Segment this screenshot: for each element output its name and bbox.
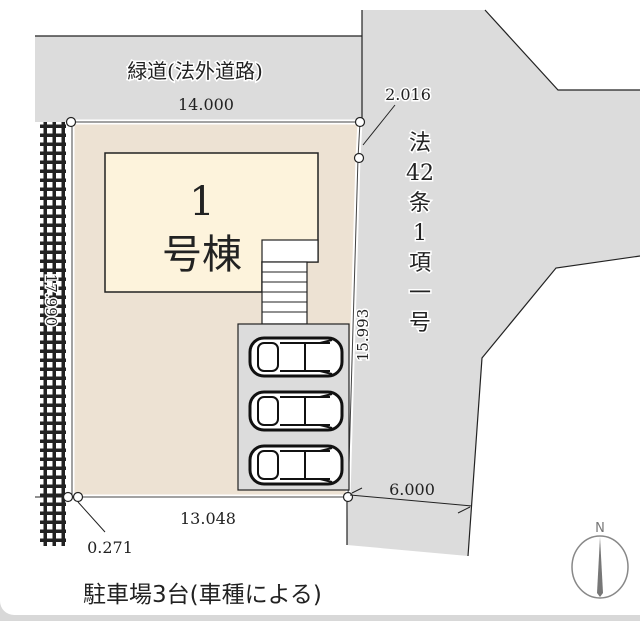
fence <box>40 122 66 546</box>
dimension-left: 17.990 <box>42 274 60 327</box>
car-icon <box>248 444 344 486</box>
public-road <box>347 10 640 556</box>
building-number: 1 <box>189 179 214 225</box>
boundary-marker <box>353 152 365 164</box>
dimension-right: 15.993 <box>354 309 372 362</box>
road-label-char: 法 <box>409 131 431 156</box>
green-road-label: 緑道(法外道路) <box>127 59 263 83</box>
dimension-road: 6.000 <box>389 480 435 499</box>
stairs-steps <box>261 261 308 325</box>
road-label-char: 一 <box>409 281 431 306</box>
road-label-char: 号 <box>409 311 431 336</box>
stairs <box>261 239 319 263</box>
boundary-marker <box>72 491 84 503</box>
north-label: N <box>595 521 605 536</box>
parking-note: 駐車場3台(車種による) <box>83 582 322 608</box>
road-label-char: 42 <box>406 161 434 186</box>
road-label-char: 1 <box>413 221 427 246</box>
building-label: 号棟 <box>162 232 242 278</box>
boundary-marker <box>354 116 366 128</box>
boundary-marker <box>65 116 77 128</box>
dimension-bottom: 13.048 <box>180 509 236 528</box>
car-icon <box>248 336 344 378</box>
north-compass: N <box>571 521 629 599</box>
dimension-top: 14.000 <box>178 95 234 114</box>
boundary-marker <box>342 491 354 503</box>
dimension-corner: 2.016 <box>385 85 431 104</box>
boundary-marker <box>62 491 74 503</box>
car-icon <box>248 390 344 432</box>
dimension-offset: 0.271 <box>87 538 133 557</box>
green-road <box>35 36 362 122</box>
road-label: 法 42 条 1 項 一 号 <box>405 130 436 338</box>
road-label-char: 項 <box>409 251 431 276</box>
road-label-char: 条 <box>409 191 431 216</box>
